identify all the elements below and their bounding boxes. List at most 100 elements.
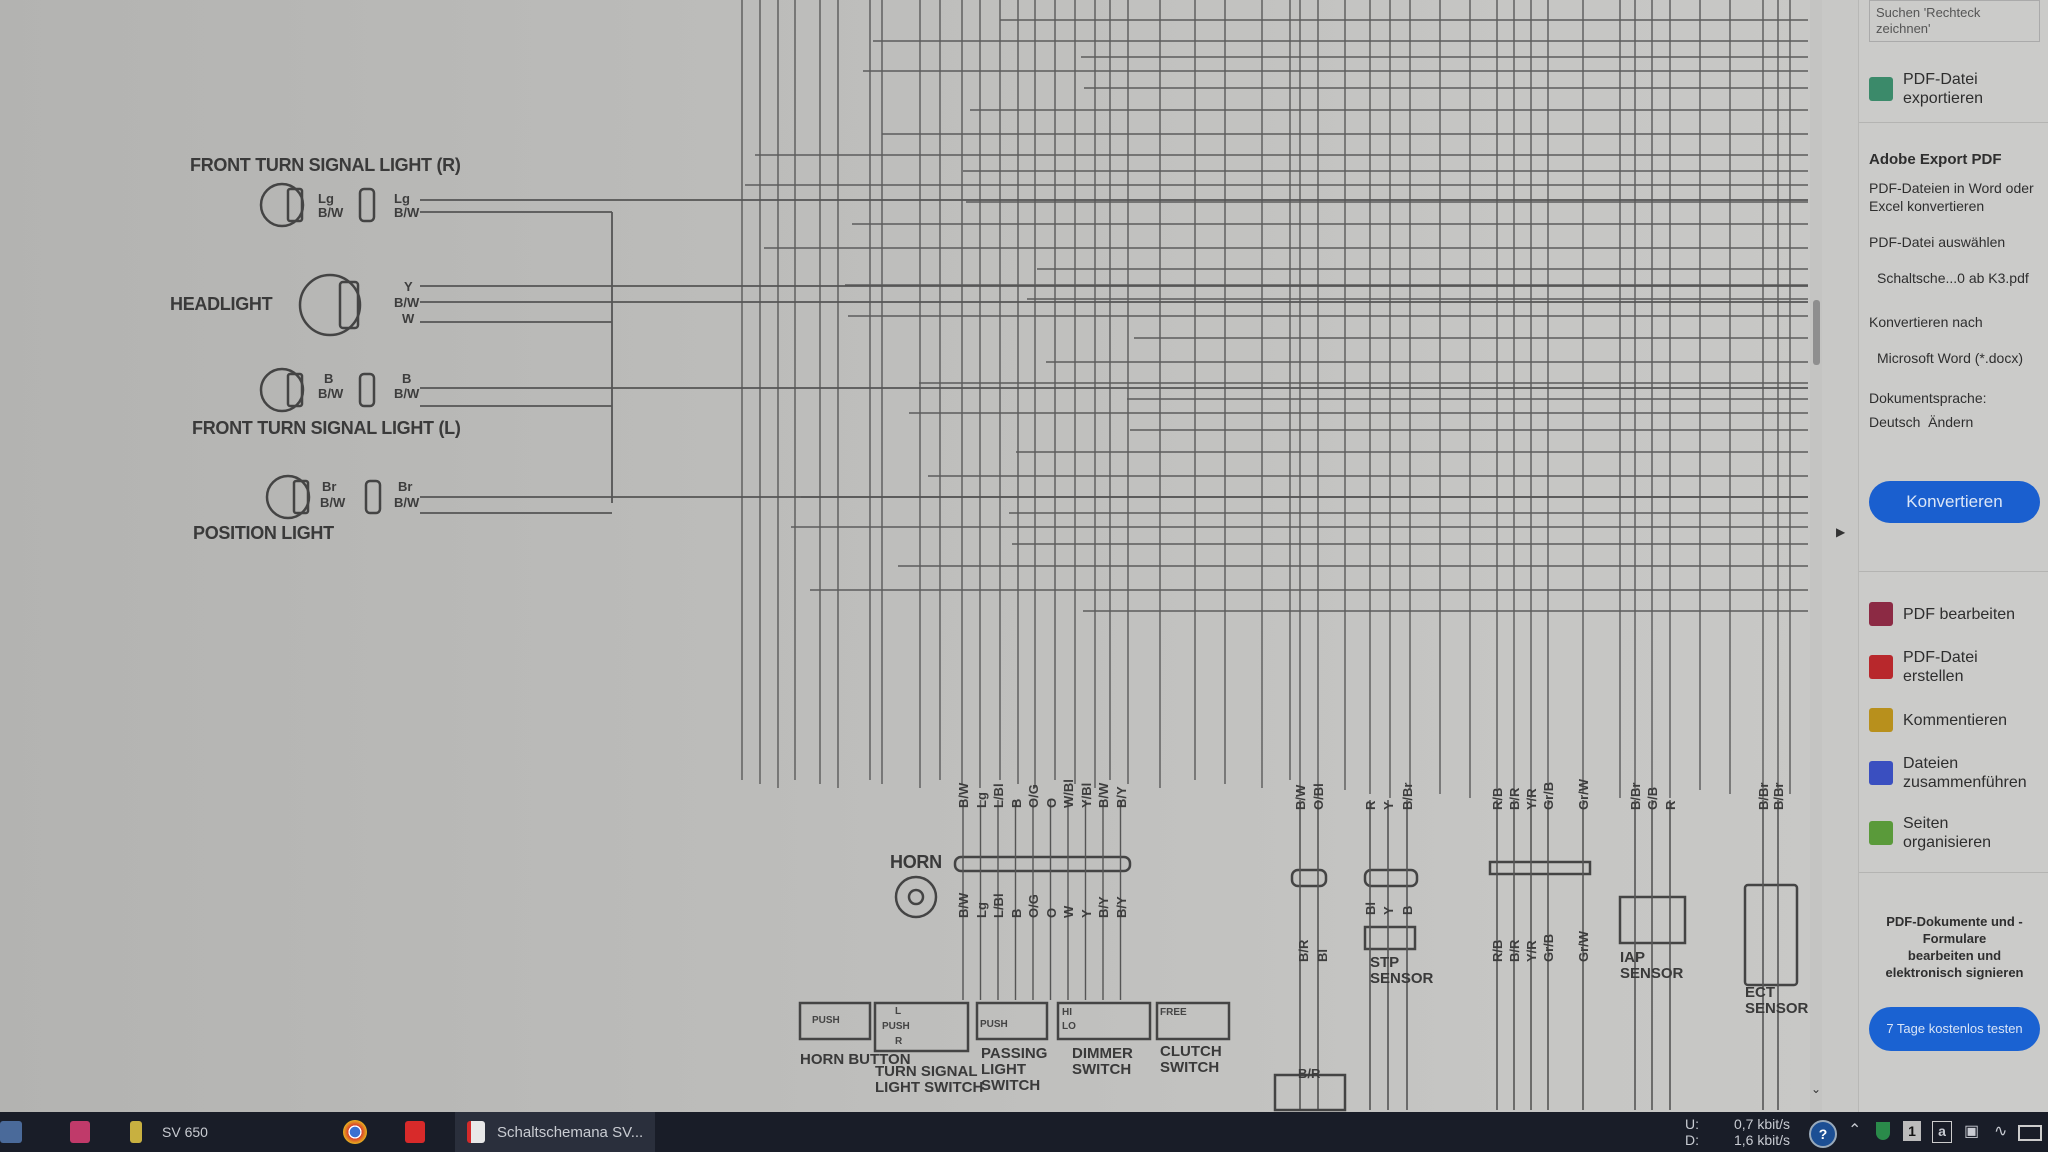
convert-button[interactable]: Konvertieren <box>1869 481 2040 523</box>
tool-kommentieren[interactable]: Kommentieren <box>1869 708 2040 732</box>
pdf-document-view[interactable]: FRONT TURN SIGNAL LIGHT (R) HEADLIGHT FR… <box>0 0 1812 1112</box>
bulb-icon <box>894 875 938 919</box>
taskbar-folder-item[interactable]: SV 650 <box>130 1112 208 1152</box>
bulb-icon <box>259 367 305 413</box>
switch-position-mark: L <box>895 1006 902 1017</box>
active-window-title: Schaltschemana SV... <box>497 1123 644 1141</box>
wire-color-label: B/W <box>320 495 346 510</box>
switch-position-mark: R <box>895 1036 903 1047</box>
wire-color-label: O <box>1043 907 1059 918</box>
switch-position-mark: LO <box>1062 1021 1076 1032</box>
tool-label: PDF bearbeiten <box>1903 605 2016 623</box>
wire-color-label: Bl <box>1363 902 1378 915</box>
switch-position-mark: PUSH <box>980 1019 1008 1030</box>
wire-color-label: Y <box>1381 801 1396 810</box>
connector <box>873 1001 970 1053</box>
switch-label: HORN BUTTON <box>800 1051 911 1068</box>
convert-format-dropdown[interactable]: Microsoft Word (*.docx) <box>1877 350 2023 366</box>
connector <box>358 372 376 408</box>
wire-color-label: R <box>1363 800 1378 810</box>
organize-pages-icon <box>1869 821 1893 845</box>
tool-pdf-datei-erstellen[interactable]: PDF-Datei erstellen <box>1869 648 2040 686</box>
tool-seiten-organisieren[interactable]: Seiten organisieren <box>1869 814 2040 852</box>
promo-text-2: bearbeiten und <box>1907 948 2002 963</box>
comment-icon <box>1869 708 1893 732</box>
tray-app-a-icon[interactable]: a <box>1932 1121 1952 1143</box>
selected-file-dropdown[interactable]: Schaltsche...0 ab K3.pdf <box>1877 270 2029 286</box>
taskbar-acrobat-window[interactable]: Schaltschemana SV... <box>455 1112 655 1152</box>
search-tools-input[interactable]: Suchen 'Rechteck zeichnen' <box>1869 0 2040 42</box>
wire-color-label: B/W <box>318 386 344 401</box>
change-language-link[interactable]: Ändern <box>1928 414 1974 430</box>
create-pdf-icon <box>1869 655 1893 679</box>
scrollbar-thumb[interactable] <box>1813 300 1820 365</box>
connector <box>953 855 1132 873</box>
chrome-icon[interactable] <box>343 1112 367 1152</box>
export-pdf-icon <box>1869 77 1893 101</box>
wire-color-label: B/Y <box>1113 896 1129 918</box>
taskbar-app-icon[interactable] <box>70 1112 90 1152</box>
tray-app-1-icon[interactable]: 1 <box>1903 1121 1921 1141</box>
scroll-down-icon[interactable]: ⌄ <box>1811 1082 1822 1096</box>
wire-color-label: L/Bl <box>991 893 1006 918</box>
wire-color-label: B/Br <box>1628 782 1643 810</box>
wire-color-label: Gr/W <box>1576 930 1591 962</box>
wire-color-label: W <box>1061 905 1076 918</box>
combine-files-icon <box>1869 761 1893 785</box>
wire-color-label: W/Bl <box>1061 779 1076 808</box>
camera-icon[interactable]: ▣ <box>1964 1123 1980 1140</box>
wiring-diagram <box>259 0 1808 1112</box>
switch-position-mark: PUSH <box>882 1021 910 1032</box>
language-value: Deutsch Ändern <box>1869 413 2040 431</box>
tool-pdf-bearbeiten[interactable]: PDF bearbeiten <box>1869 602 2040 626</box>
connector <box>1056 1001 1152 1041</box>
export-pdf-label: PDF-Datei exportieren <box>1903 71 1984 107</box>
tool-label: Seiten organisieren <box>1903 815 1992 851</box>
wire-color-label: B/W <box>1096 782 1111 808</box>
iap-sensor-label: IAP SENSOR <box>1620 949 1684 982</box>
free-trial-button[interactable]: 7 Tage kostenlos testen <box>1869 1007 2040 1051</box>
wire-color-label: B/W <box>1293 784 1308 810</box>
help-icon[interactable]: ? <box>1809 1120 1837 1148</box>
wire-color-label: B/Y <box>1096 896 1111 918</box>
divider <box>1859 122 2048 123</box>
connector <box>1363 925 1417 951</box>
connector <box>1273 1073 1347 1112</box>
vertical-scrollbar[interactable] <box>1810 0 1822 1112</box>
wire-color-label: R/B <box>1490 787 1505 810</box>
wire-color-label: B/Br <box>1756 782 1771 810</box>
collapse-panel-icon[interactable]: ▶ <box>1836 525 1846 539</box>
bulb-icon <box>265 474 311 520</box>
acrobat-icon <box>467 1121 485 1143</box>
language-current: Deutsch <box>1869 414 1921 430</box>
wifi-icon[interactable]: ∿ <box>1994 1123 2008 1140</box>
export-pdf-tool[interactable]: PDF-Datei exportieren <box>1869 70 2040 108</box>
wire-color-label: Y/Bl <box>1078 782 1094 808</box>
wire-color-label: O/G <box>1026 894 1041 918</box>
wire-color-label: B/W <box>394 386 420 401</box>
wire-color-label: B/W <box>394 205 420 220</box>
convert-to-label: Konvertieren nach <box>1869 314 1983 330</box>
start-button[interactable] <box>0 1112 22 1152</box>
tool-dateien-zusammenführen[interactable]: Dateien zusammenführen <box>1869 754 2040 792</box>
security-shield-icon[interactable] <box>1876 1122 1890 1140</box>
wire-color-label: B <box>1008 798 1024 808</box>
promo-text: PDF-Dokumente und -Formulare <box>1886 914 2023 946</box>
wire-color-label: B <box>324 371 334 386</box>
red-app-icon[interactable] <box>405 1112 425 1152</box>
ect-sensor-label: ECT SENSOR <box>1745 984 1809 1017</box>
wire-color-label: B/W <box>956 892 971 918</box>
battery-icon[interactable] <box>2018 1125 2042 1141</box>
upload-label: U: <box>1685 1116 1699 1132</box>
wire-color-label: B/Br <box>1771 782 1786 810</box>
tool-label: Dateien zusammenführen <box>1903 755 2027 791</box>
show-hidden-icons-icon[interactable]: ⌃ <box>1848 1122 1862 1139</box>
wire-color-label: B/R <box>1507 939 1522 962</box>
horn-label: HORN <box>890 852 942 872</box>
wire-color-label: Lg <box>973 902 989 918</box>
switch-position-mark: HI <box>1062 1007 1072 1018</box>
connector <box>358 187 376 223</box>
export-heading: Adobe Export PDF <box>1869 151 2002 168</box>
tool-label: Kommentieren <box>1903 711 2008 729</box>
connector <box>1743 883 1799 987</box>
